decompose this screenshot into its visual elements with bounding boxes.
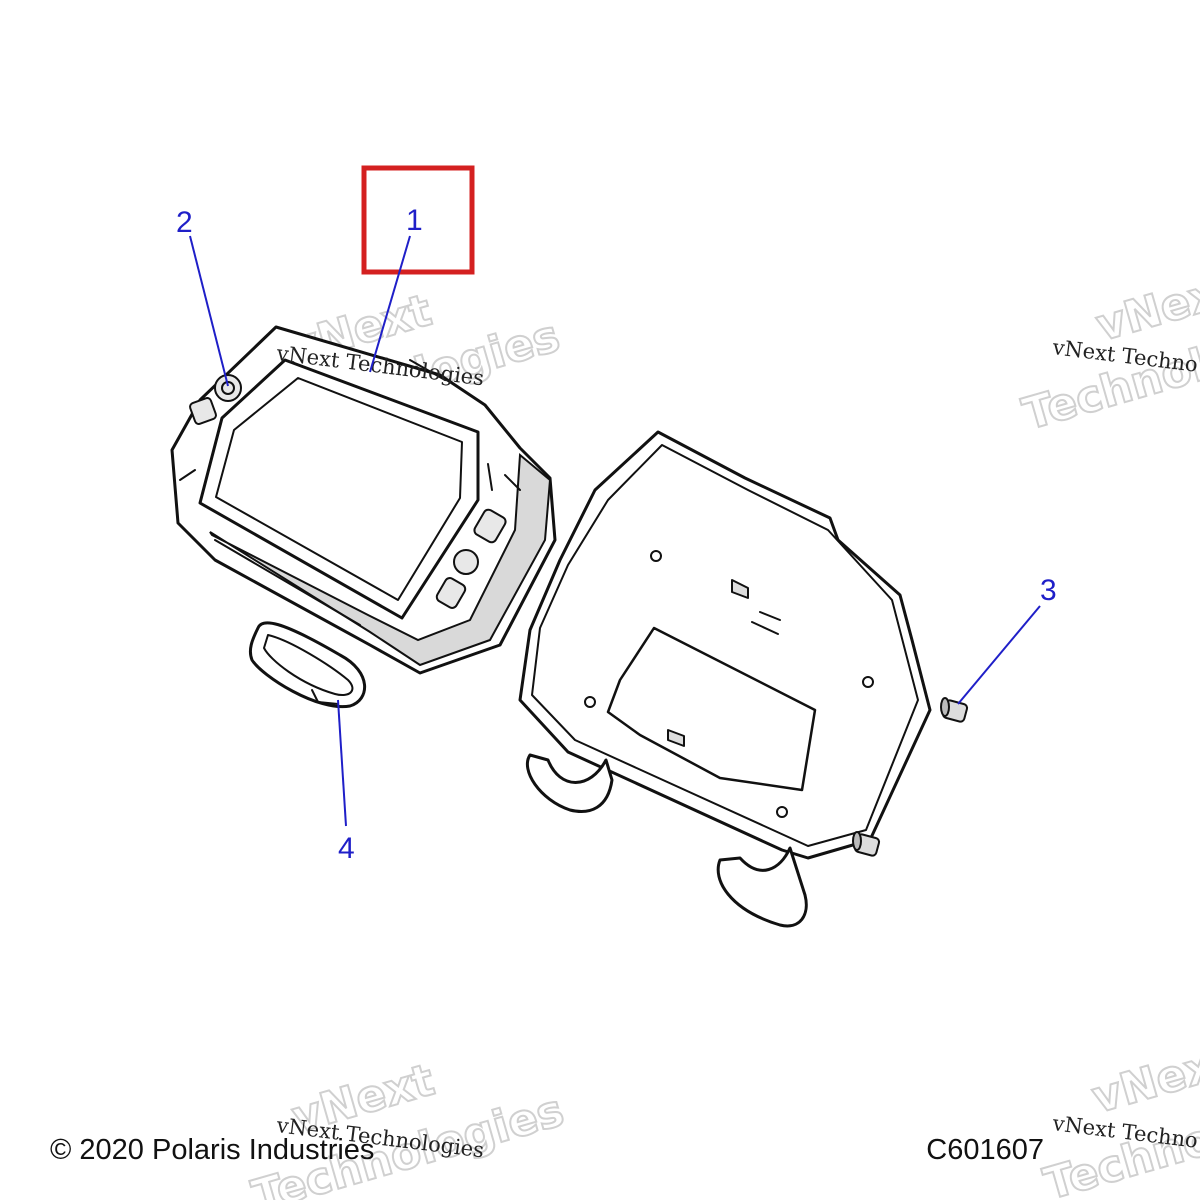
callout-2-label[interactable]: 2	[176, 206, 193, 239]
copyright-text: © 2020 Polaris Industries	[50, 1134, 375, 1166]
watermark-big-3: vNext Technologies	[246, 1053, 571, 1200]
callout-1-label[interactable]: 1	[406, 204, 423, 237]
callout-2-leader	[189, 235, 229, 387]
callout-4-label[interactable]: 4	[338, 832, 355, 865]
figure-code: C601607	[926, 1134, 1044, 1166]
callout-4-leader	[337, 699, 347, 827]
watermark-big-top: vNext	[1087, 1035, 1200, 1124]
left-button-upper	[214, 374, 242, 402]
callout-1-leader	[369, 235, 411, 373]
callout-1-highlight-box	[361, 165, 475, 275]
mounting-bracket-part	[518, 430, 932, 928]
callout-3-leader	[957, 605, 1041, 705]
watermark-big-top: vNext	[1091, 263, 1200, 352]
trim-piece-part	[248, 621, 366, 709]
callout-3-label[interactable]: 3	[1040, 574, 1057, 607]
display-cluster-part	[170, 325, 557, 675]
fastener-screw-1	[940, 697, 969, 723]
fastener-screw-2	[852, 831, 881, 857]
